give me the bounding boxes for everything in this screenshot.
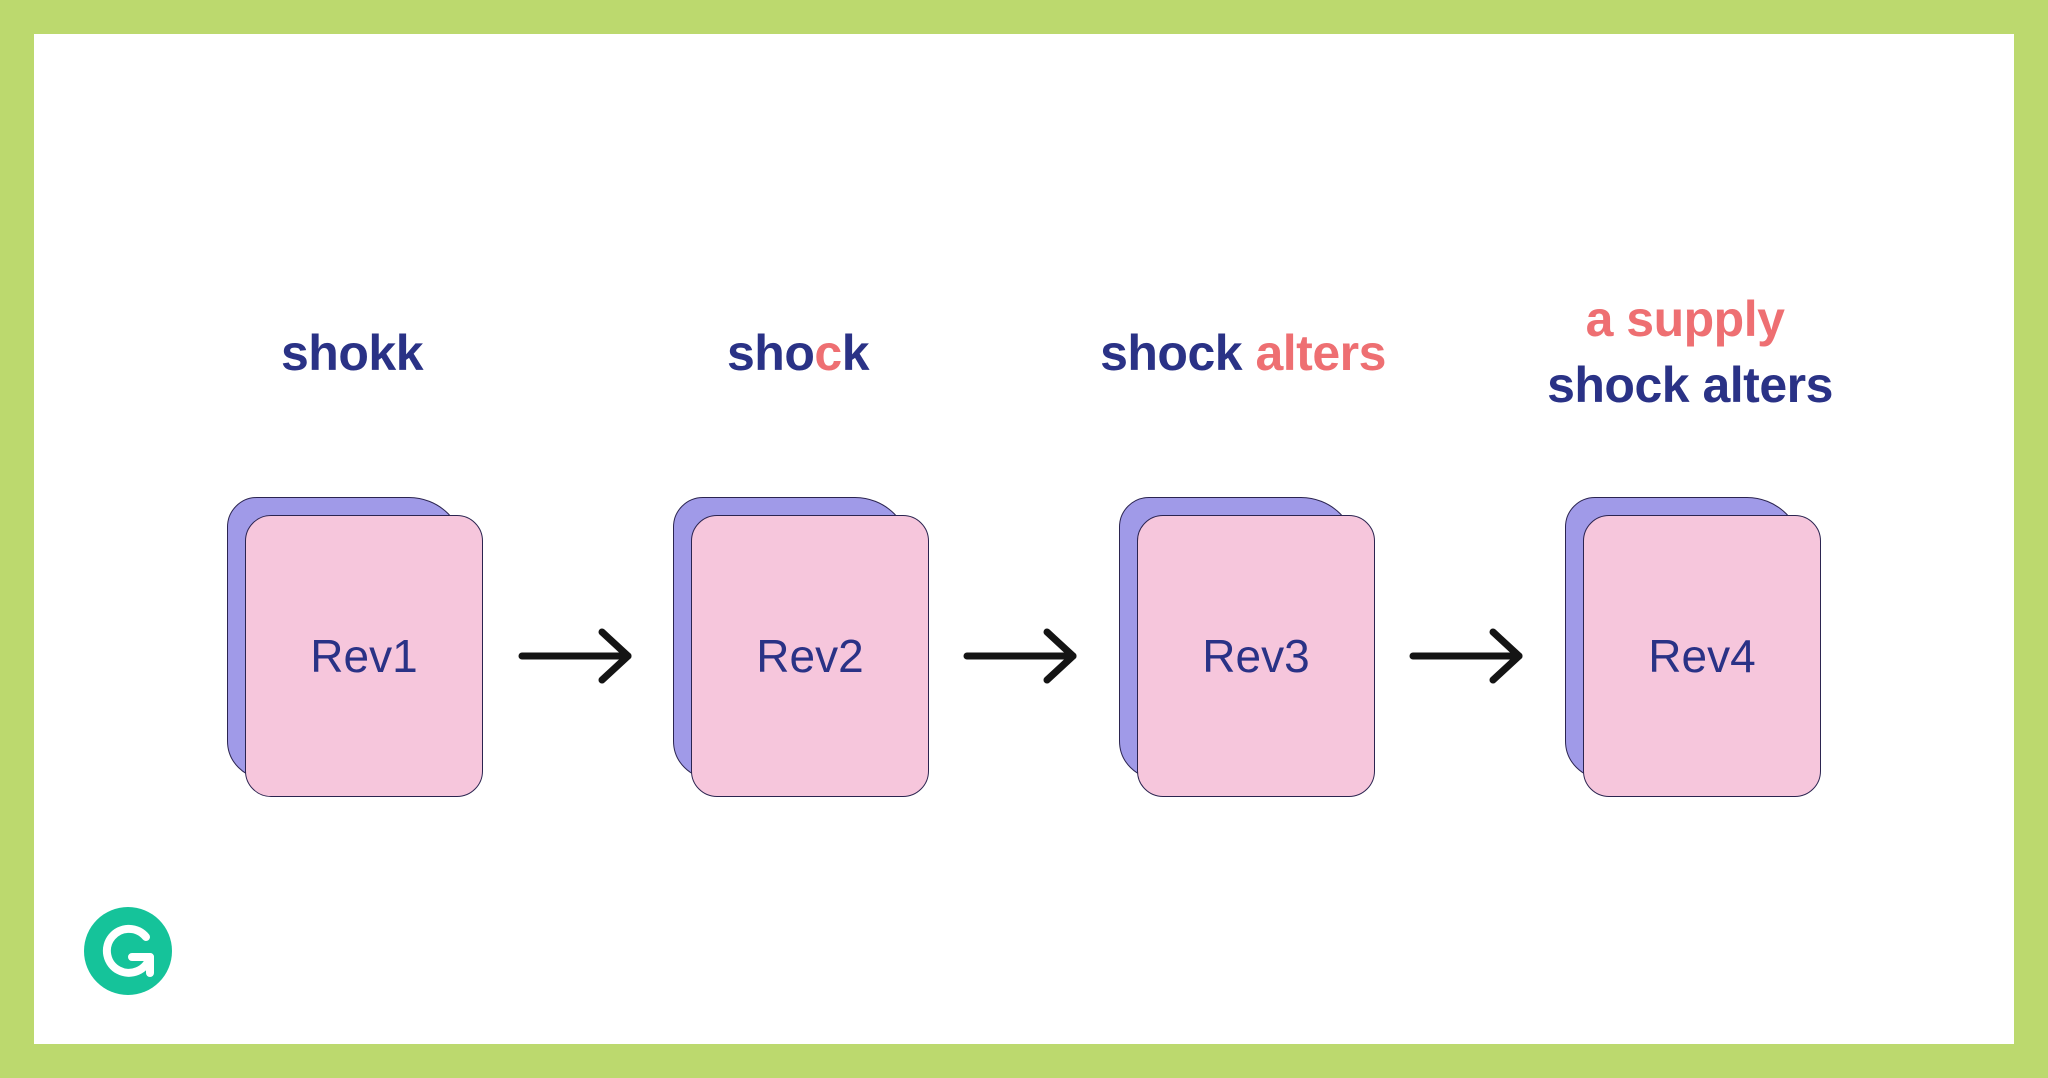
grammarly-logo-icon bbox=[84, 907, 172, 995]
label-segment-highlight: c bbox=[814, 325, 842, 381]
label-line: shock alters bbox=[1547, 352, 1833, 418]
label-segment: shokk bbox=[280, 325, 424, 381]
label-line: shock bbox=[726, 322, 870, 384]
label-segment: shock alters bbox=[1547, 357, 1833, 413]
revision-label: Rev1 bbox=[310, 630, 418, 682]
stage-3-label: shock alters bbox=[1100, 322, 1386, 384]
revision-label: Rev2 bbox=[756, 630, 864, 682]
revision-card-1: Rev1 bbox=[227, 497, 483, 797]
stage-2-label: shock bbox=[726, 322, 870, 384]
label-line: a supply bbox=[1537, 286, 1833, 352]
stage-1-label: shokk bbox=[280, 322, 424, 384]
card-face: Rev4 bbox=[1583, 515, 1821, 797]
label-line: shock alters bbox=[1100, 322, 1386, 384]
revision-label: Rev3 bbox=[1202, 630, 1310, 682]
label-segment-highlight: alters bbox=[1255, 325, 1386, 381]
right-arrow-icon bbox=[963, 628, 1077, 684]
card-face: Rev3 bbox=[1137, 515, 1375, 797]
label-segment-highlight: a supply bbox=[1585, 291, 1785, 347]
stage-4-label: a supply shock alters bbox=[1547, 286, 1833, 418]
right-arrow-icon bbox=[518, 628, 632, 684]
label-line: shokk bbox=[280, 322, 424, 384]
revision-card-4: Rev4 bbox=[1565, 497, 1821, 797]
card-face: Rev2 bbox=[691, 515, 929, 797]
revision-label: Rev4 bbox=[1648, 630, 1756, 682]
label-segment: shock bbox=[1100, 325, 1256, 381]
right-arrow-icon bbox=[1409, 628, 1523, 684]
card-face: Rev1 bbox=[245, 515, 483, 797]
revision-card-3: Rev3 bbox=[1119, 497, 1375, 797]
label-segment: sho bbox=[726, 325, 815, 381]
revision-card-2: Rev2 bbox=[673, 497, 929, 797]
label-segment: k bbox=[841, 325, 870, 381]
